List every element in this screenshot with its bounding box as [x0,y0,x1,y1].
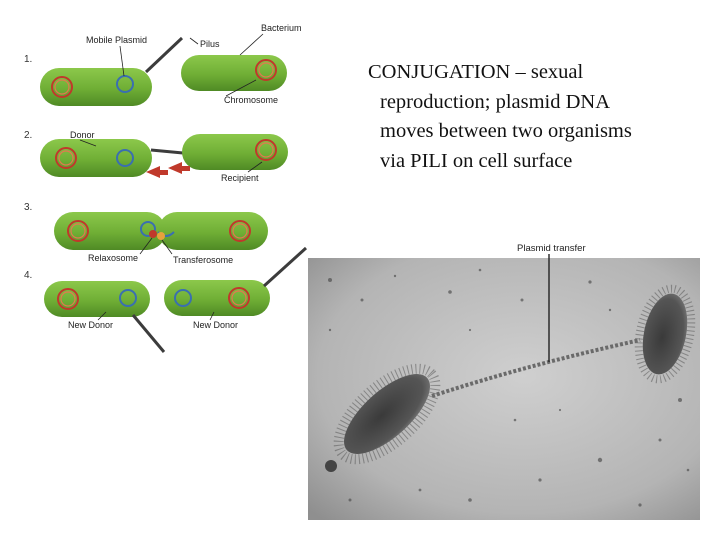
caption-line-4: via PILI on cell surface [380,149,573,172]
donor-cell [40,68,152,106]
chromosome-ring [67,220,89,242]
label-donor: Donor [70,130,95,140]
donor-bacterium [333,363,441,465]
plasmid-ring [116,75,134,93]
recipient-bacterium [634,284,696,384]
recipient-cell [181,55,287,91]
step-1: Mobile Plasmid Pilus Bacterium Chromosom… [40,23,302,106]
chromosome-ring [255,139,277,161]
label-pilus: Pilus [200,39,220,49]
step-2: Donor Recipient [40,130,288,183]
micrograph-image [308,258,700,520]
pilus [131,314,166,353]
chromosome-ring [228,287,250,309]
chromosome-ring [229,220,251,242]
transferosome-dot [157,232,165,240]
plasmid-ring [116,149,134,167]
step-4: New Donor New Donor [44,246,308,353]
pilus [150,148,184,155]
caption-line-3: moves between two organisms [380,120,632,142]
chromosome-ring [57,288,79,310]
plasmid-ring [119,289,137,307]
arrow-icon [146,166,168,178]
slide-caption: CONJUGATION – sexual reproduction; plasm… [368,58,708,176]
label-bacterium: Bacterium [261,23,302,33]
label-chromosome: Chromosome [224,95,278,105]
step-number-1: 1. [24,54,32,65]
chromosome-ring [51,76,73,98]
arrow-icon [168,162,190,174]
label-relaxosome: Relaxosome [88,253,138,263]
caption-line-2: reproduction; plasmid DNA [380,90,611,113]
plasmid-ring [174,289,192,307]
pilus [144,36,184,74]
step-number-4: 4. [24,270,32,281]
label-recipient: Recipient [221,173,259,183]
caption-line-1: CONJUGATION – sexual [368,61,584,83]
recipient-cell [182,134,288,170]
label-new-donor-right: New Donor [193,320,238,330]
step-number-3: 3. [24,202,32,213]
step-3: Relaxosome Transferosome [54,212,268,265]
micrograph-label: Plasmid transfer [517,243,586,254]
label-transferosome: Transferosome [173,255,233,265]
label-mobile-plasmid: Mobile Plasmid [86,35,147,45]
pilus [262,246,308,288]
pilus-bridge [431,338,641,398]
plasmid-ring [140,221,156,237]
step-number-2: 2. [24,130,32,141]
chromosome-ring [55,147,77,169]
relaxosome-dot [149,230,157,238]
label-new-donor-left: New Donor [68,320,113,330]
chromosome-ring [255,59,277,81]
